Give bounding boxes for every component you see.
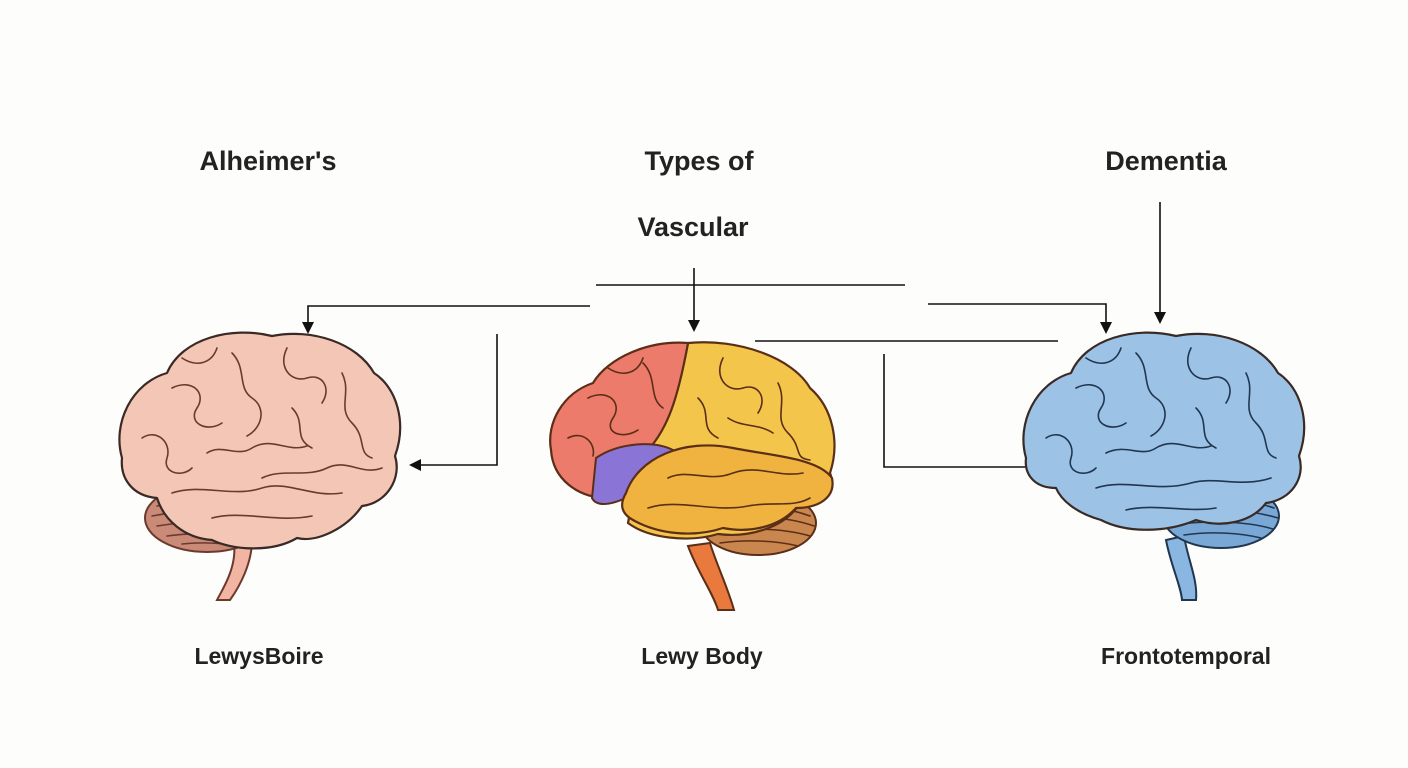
brain-center — [549, 341, 836, 611]
brain-right-gyri — [1045, 347, 1277, 511]
connectors — [302, 202, 1166, 473]
brain-right-stem — [1164, 534, 1198, 601]
connector-to-right-brain — [928, 303, 1112, 334]
brain-right-cortex — [1022, 331, 1306, 531]
brain-left — [118, 331, 402, 601]
connector-left-elbow — [409, 334, 498, 471]
connector-to-left-brain — [302, 305, 590, 334]
label-alzheimers: Alheimer's — [199, 146, 337, 176]
brain-right — [1022, 331, 1306, 601]
brain-center-frontal-lobe — [549, 341, 690, 500]
brain-center-gyri — [567, 357, 811, 509]
label-lewysboire: LewysBoire — [194, 643, 324, 669]
label-frontotemporal: Frontotemporal — [1101, 643, 1271, 669]
label-types-of: Types of — [644, 146, 754, 176]
brain-center-temporal-lobe — [621, 444, 834, 535]
label-lewy-body: Lewy Body — [641, 643, 763, 669]
brain-left-gyri — [141, 347, 383, 519]
brain-center-stem — [686, 541, 736, 611]
brain-left-stem — [215, 538, 254, 601]
label-vascular: Vascular — [637, 212, 749, 242]
connector-right-elbow — [883, 354, 1040, 473]
label-dementia: Dementia — [1105, 146, 1227, 176]
